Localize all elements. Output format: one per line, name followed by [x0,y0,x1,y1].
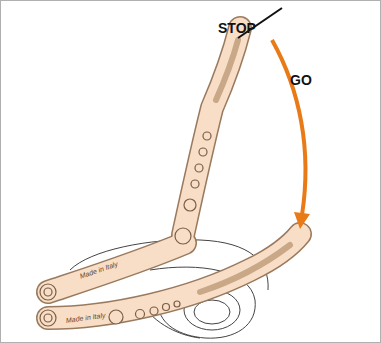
go-label: GO [290,72,312,88]
holes [40,132,211,326]
stop-label: STOP [218,20,256,36]
levers [48,28,300,318]
go-arrow [272,40,310,229]
